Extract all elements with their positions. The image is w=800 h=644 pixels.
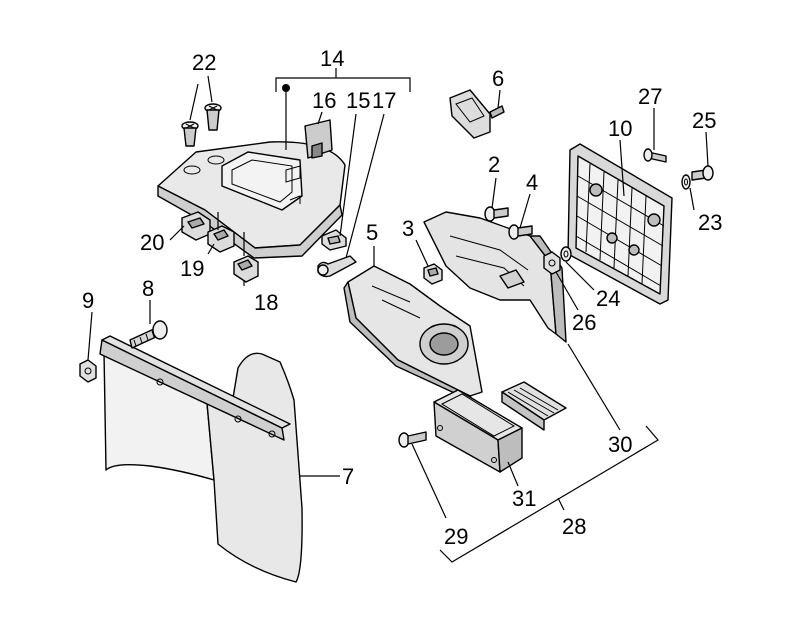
label-20: 20 (140, 230, 164, 255)
lamp-lens (501, 381, 567, 431)
part-31-lamp (433, 389, 523, 473)
label-8: 8 (142, 276, 154, 301)
part-27-bolt (643, 148, 667, 163)
label-28: 28 (562, 514, 586, 539)
label-14: 14 (320, 46, 344, 71)
part-17-pin (317, 255, 357, 278)
label-25: 25 (692, 108, 716, 133)
part-labels: 22 14 16 15 17 6 27 25 10 2 4 23 3 5 20 … (82, 46, 722, 549)
part-16-clip (304, 119, 333, 159)
part-22-screws (181, 103, 222, 147)
part-8-bolt (129, 320, 168, 349)
part-29-screw (398, 431, 427, 448)
label-3: 3 (402, 216, 414, 241)
label-23: 23 (698, 210, 722, 235)
part-25-screw (691, 165, 714, 181)
part-15-clip (321, 229, 347, 251)
label-4: 4 (526, 170, 538, 195)
part-9-nut (79, 359, 97, 383)
label-22: 22 (192, 50, 216, 75)
part-18-nut (233, 255, 259, 283)
part-3-clip (423, 263, 443, 285)
part-19-nut (207, 225, 235, 253)
label-9: 9 (82, 288, 94, 313)
leader-lines (87, 68, 709, 563)
part-4-screw (508, 224, 533, 240)
label-19: 19 (180, 256, 204, 281)
label-16: 16 (312, 88, 336, 113)
label-15: 15 (346, 88, 370, 113)
part-5-bracket (343, 265, 483, 403)
label-31: 31 (512, 486, 536, 511)
label-2: 2 (488, 152, 500, 177)
bracket-14-marker-dot (282, 84, 290, 92)
part-23-washer (681, 174, 691, 190)
label-5: 5 (366, 220, 378, 245)
label-7: 7 (342, 464, 354, 489)
label-26: 26 (572, 310, 596, 335)
label-18: 18 (254, 290, 278, 315)
label-24: 24 (596, 286, 620, 311)
part-6-reflector (449, 89, 505, 139)
label-6: 6 (492, 66, 504, 91)
label-29: 29 (444, 524, 468, 549)
label-30: 30 (608, 432, 632, 457)
part-2-screw (484, 206, 509, 222)
part-14-tray (157, 141, 346, 259)
label-27: 27 (638, 84, 662, 109)
part-10-plate-frame (567, 143, 673, 305)
label-17: 17 (372, 88, 396, 113)
part-26-washer (560, 246, 572, 262)
part-24-nut (543, 251, 561, 275)
label-10: 10 (608, 116, 632, 141)
part-7-mudflap (99, 335, 303, 583)
